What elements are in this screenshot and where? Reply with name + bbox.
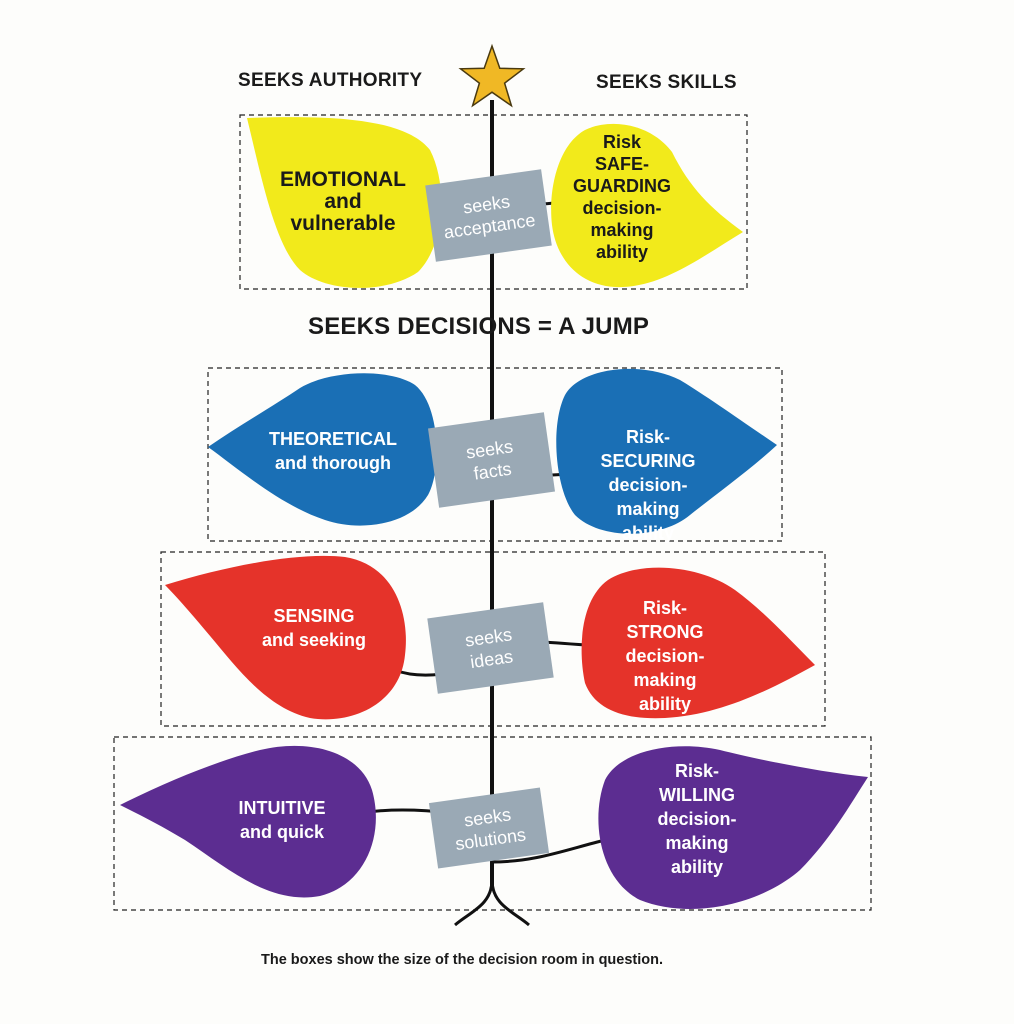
branch-purple-right [491, 838, 606, 864]
leaf-theoretical [208, 373, 437, 526]
seeks-decisions-label: SEEKS DECISIONS = A JUMP [308, 313, 650, 340]
caption: The boxes show the size of the decision … [261, 952, 664, 968]
leaf-securing [556, 368, 777, 534]
leaf-strong [581, 567, 815, 719]
leaf-intuitive [120, 745, 376, 898]
room-box-blue [207, 367, 783, 542]
tag-box-facts [428, 412, 555, 508]
seeks-authority-label: SEEKS AUTHORITY [238, 70, 423, 91]
seeks-skills-label: SEEKS SKILLS [596, 72, 737, 93]
tag-box-acceptance [425, 169, 552, 262]
tag-box-solutions [428, 787, 550, 869]
leaf-emotional [247, 117, 442, 288]
star-icon [458, 43, 526, 108]
leaf-safeguarding [551, 123, 743, 288]
leaf-sensing [165, 555, 406, 720]
tag-box-ideas [427, 602, 554, 694]
leaf-willing [598, 746, 868, 909]
tree-root-right [490, 879, 530, 927]
tree-root-left [454, 879, 494, 927]
